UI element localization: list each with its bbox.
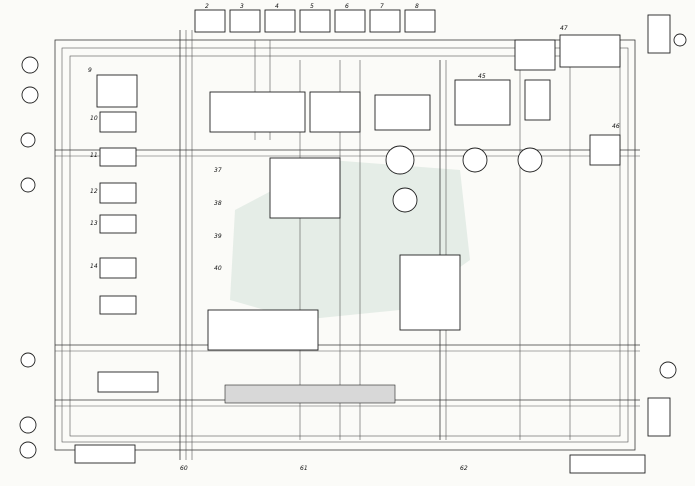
- bottom-fuse-row: [74, 444, 646, 474]
- label-c_top_3: 4: [275, 3, 279, 10]
- label-c_right_2: 46: [612, 123, 620, 130]
- right-modules: [454, 14, 671, 437]
- label-c_left_3: 11: [90, 152, 98, 159]
- label-c_left_2: 10: [90, 115, 98, 122]
- label-c_top_1: 2: [205, 3, 209, 10]
- wire-harness: [54, 30, 640, 460]
- label-c_right_1: 45: [478, 73, 486, 80]
- label-c_bot_1: 60: [180, 465, 188, 472]
- label-c_top_6: 7: [380, 3, 384, 10]
- label-c_top_7: 8: [415, 3, 419, 10]
- lamps: [19, 33, 687, 459]
- label-c_bot_3: 62: [460, 465, 468, 472]
- label-c_mid_2: 38: [214, 200, 222, 207]
- label-c_top_2: 3: [240, 3, 244, 10]
- left-relay-column: [96, 74, 159, 393]
- label-c_left_4: 12: [90, 188, 98, 195]
- label-c_mid_4: 40: [214, 265, 222, 272]
- label-c_top_4: 5: [310, 3, 314, 10]
- label-c_mid_1: 37: [214, 167, 222, 174]
- label-c_right_3: 47: [560, 25, 568, 32]
- label-c_left_5: 13: [90, 220, 98, 227]
- label-c_top_5: 6: [345, 3, 349, 10]
- label-c_left_6: 14: [90, 263, 98, 270]
- component-labels: 2 3 4 5 6 7 8 9 10 11 12 13 14 37 38 39 …: [88, 3, 620, 472]
- top-relay-row: [194, 9, 436, 33]
- center-modules: [207, 91, 543, 404]
- label-c_mid_3: 39: [214, 233, 222, 240]
- label-c_bot_2: 61: [300, 465, 308, 472]
- label-c_left_1: 9: [88, 67, 92, 74]
